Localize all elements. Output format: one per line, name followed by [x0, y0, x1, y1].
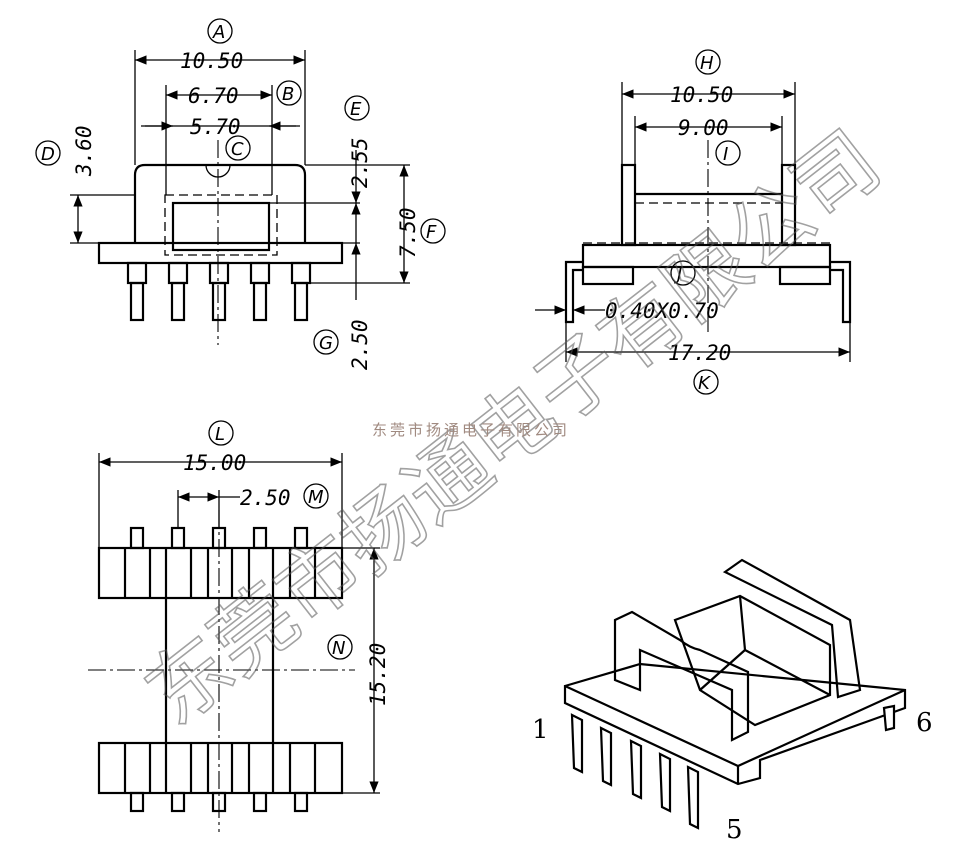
dim-g-value: 2.50 [348, 319, 372, 370]
label-m: M [308, 487, 324, 508]
pin-6-label: 6 [916, 708, 933, 738]
label-j: J [674, 264, 682, 285]
dim-e-value: 2.55 [348, 137, 372, 188]
label-n: N [332, 638, 345, 659]
label-c: C [231, 139, 244, 160]
side-view: 10.50 H 9.00 I J 0.40X0.70 17.20 K [535, 49, 852, 395]
watermark-small: 东莞市扬通电子有限公司 [372, 421, 570, 439]
front-pin-sockets [126, 261, 312, 285]
dim-n-value: 15.20 [366, 643, 390, 706]
dim-c-value: 5.70 [190, 115, 241, 139]
front-notch [205, 164, 231, 178]
dim-d-value: 3.60 [72, 125, 96, 177]
front-core-window [171, 201, 271, 252]
pin-5-label: 5 [726, 815, 743, 845]
label-f: F [426, 222, 437, 243]
dim-a-value: 10.50 [180, 49, 243, 73]
dim-k-value: 17.20 [668, 341, 731, 365]
side-base [581, 243, 832, 269]
dim-b-value: 6.70 [188, 84, 239, 108]
dim-l-value: 15.00 [183, 451, 246, 475]
iso-pins [570, 704, 896, 830]
label-k: K [698, 373, 711, 394]
dim-h-value: 10.50 [670, 83, 733, 107]
side-pin-left [564, 260, 583, 324]
top-pins [129, 526, 309, 813]
label-h: H [700, 53, 714, 74]
isometric-view: 1 5 6 [532, 558, 933, 845]
dim-i-value: 9.00 [678, 116, 729, 140]
label-g: G [319, 333, 333, 354]
top-flange-dividers [123, 548, 317, 793]
front-pins [129, 281, 309, 322]
front-view: 10.50 A 6.70 B 5.70 C 3.60 D 2.55 [35, 18, 446, 370]
front-base-flange [97, 241, 344, 265]
label-b: B [282, 84, 294, 105]
top-view: 15.00 L 2.50 M 15.20 N [88, 420, 390, 832]
label-a: A [212, 22, 225, 43]
top-flange-lower [97, 741, 344, 795]
label-d: D [41, 144, 55, 165]
label-i: I [723, 144, 728, 165]
dim-j-value: 0.40X0.70 [605, 299, 719, 323]
dim-m-value: 2.50 [240, 486, 291, 510]
side-pin-right [830, 260, 852, 324]
side-wall-left [620, 163, 637, 247]
front-body-outline [133, 163, 307, 243]
pin-1-label: 1 [532, 715, 549, 745]
dim-f-value: 7.50 [396, 207, 420, 258]
label-e: E [350, 99, 362, 120]
label-l: L [215, 424, 225, 445]
front-core-hidden [164, 194, 278, 256]
